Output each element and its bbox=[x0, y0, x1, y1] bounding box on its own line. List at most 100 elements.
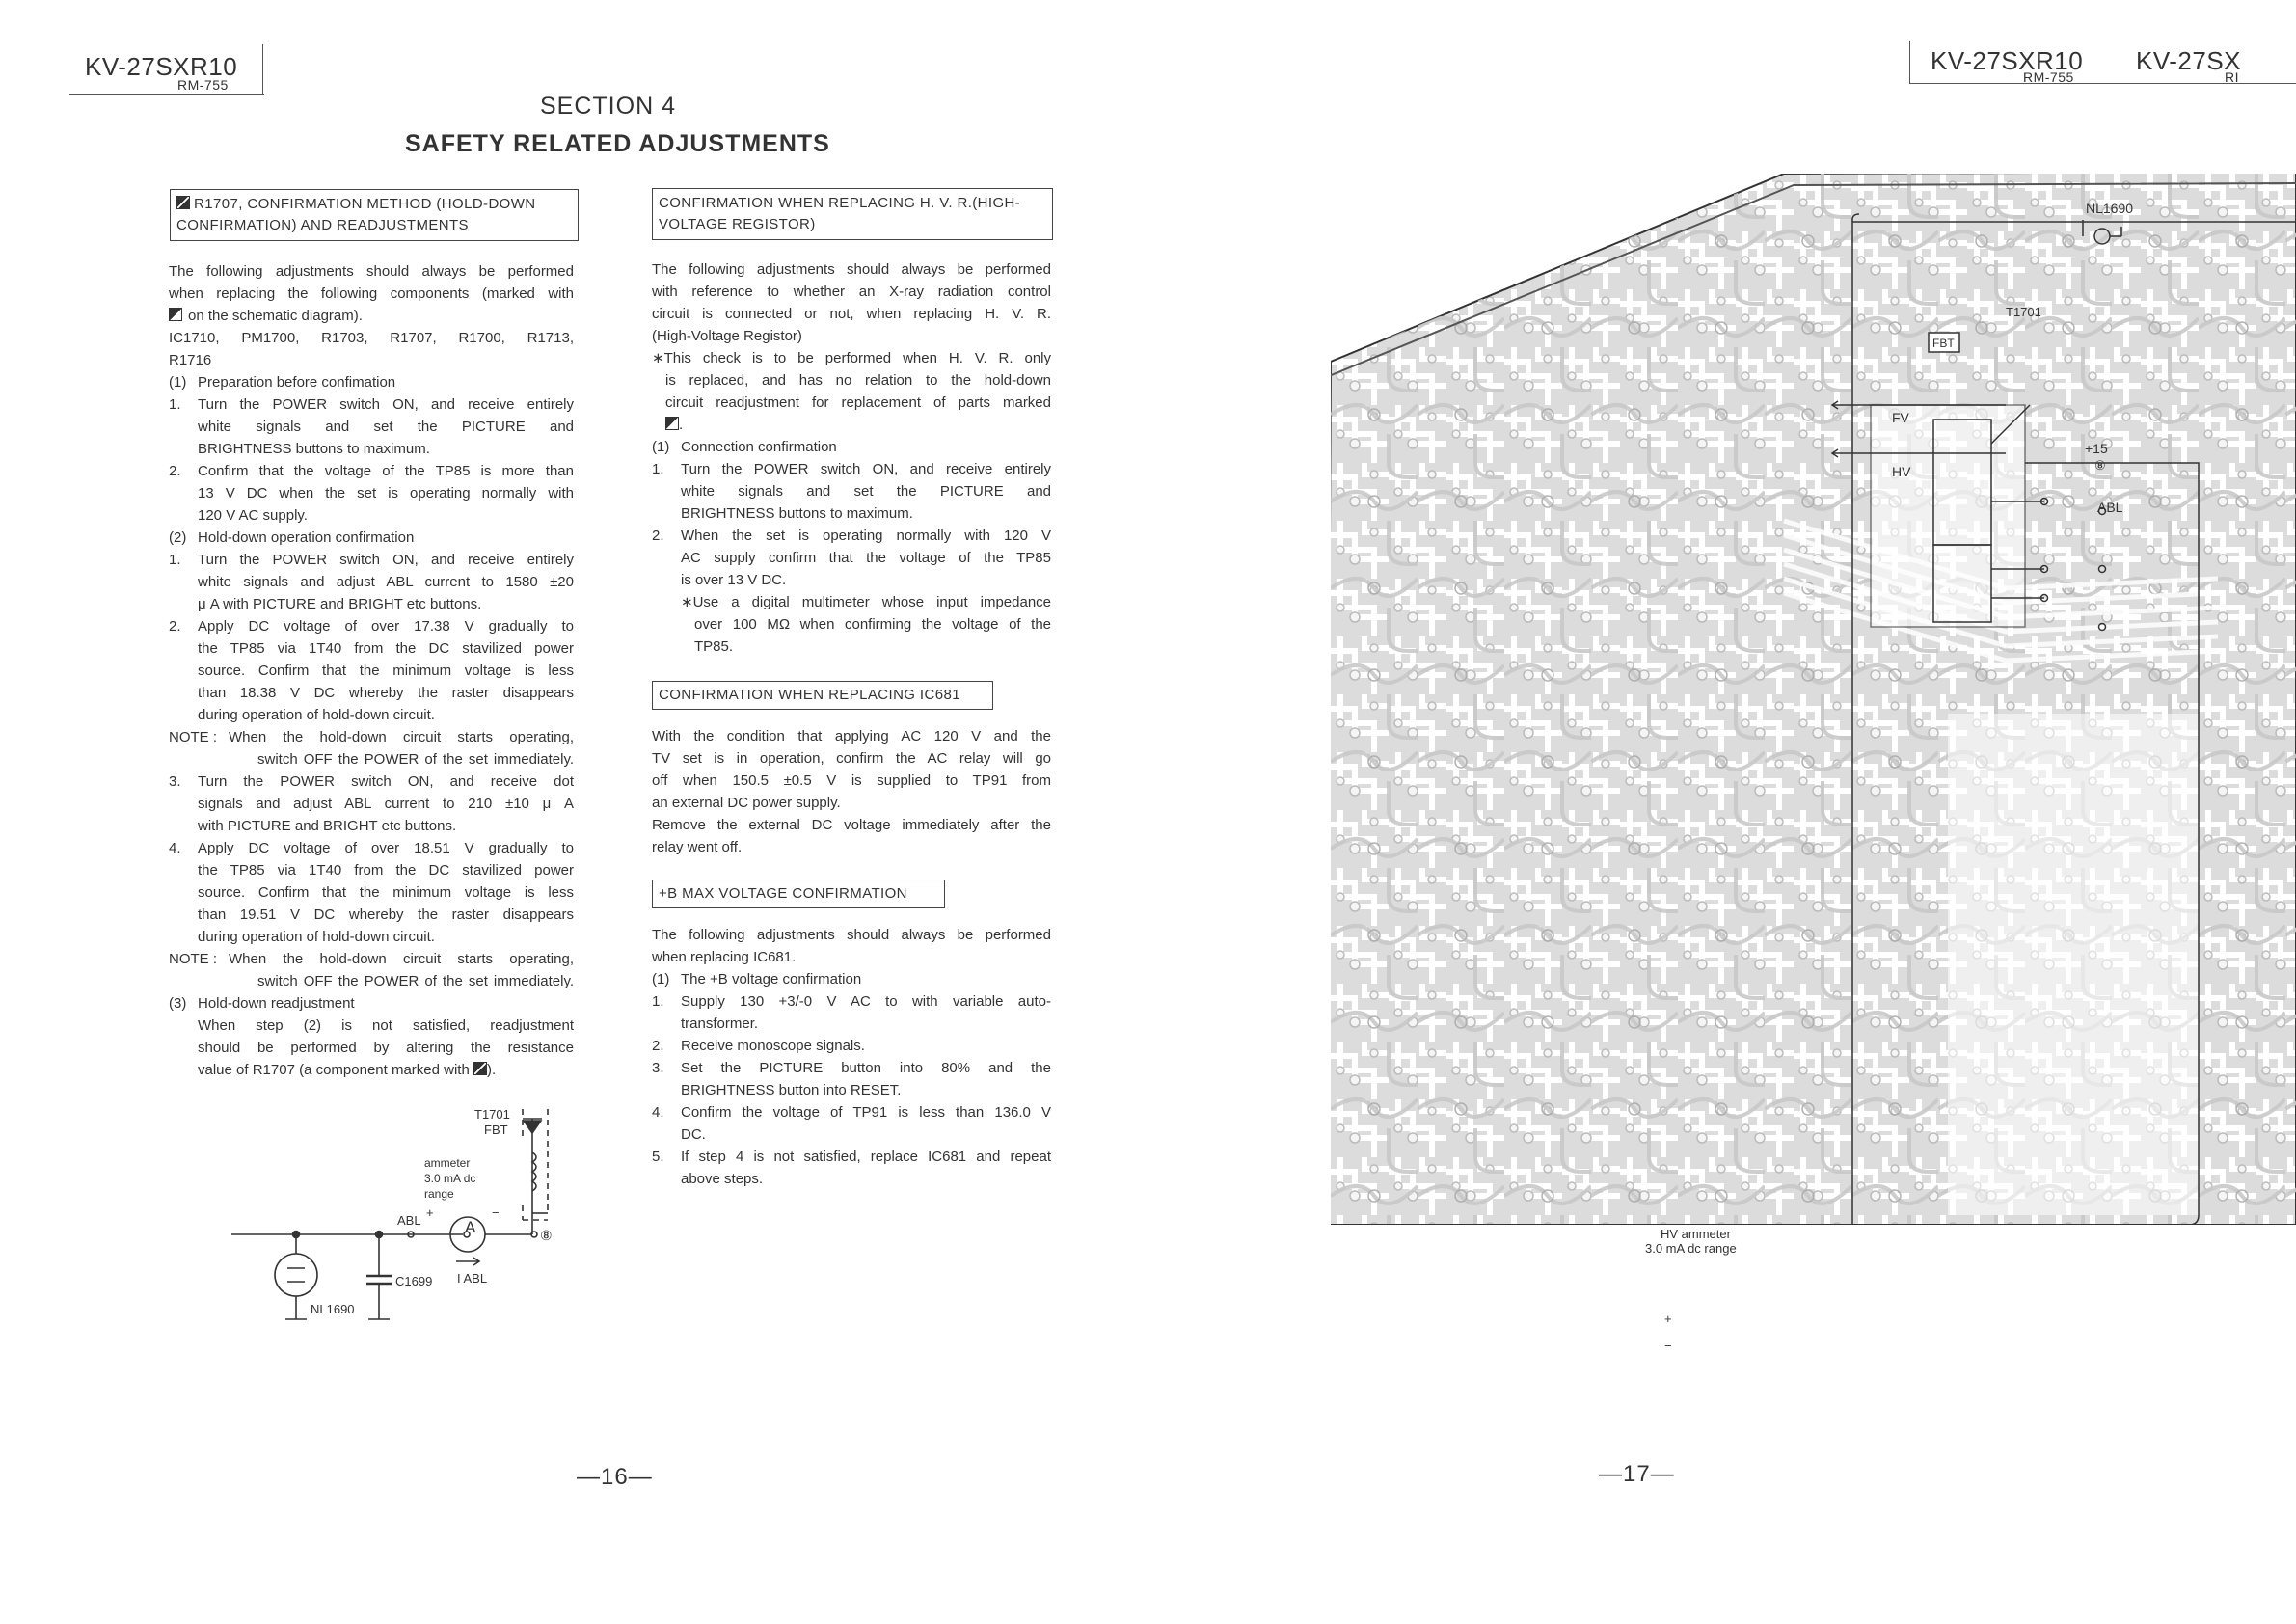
paragraph-line: ∗This check is to be performed when H. V… bbox=[652, 350, 1051, 366]
terminal bbox=[2097, 622, 2107, 632]
step: 1. Turn the POWER switch ON, and receive… bbox=[652, 458, 1051, 525]
step-number: 1. bbox=[169, 552, 181, 568]
step-line: If step 4 is not satisfied, replace IC68… bbox=[681, 1149, 1051, 1165]
step-line: Set the PICTURE button into 80% and the bbox=[681, 1060, 1051, 1076]
plus-sign: + bbox=[426, 1205, 434, 1220]
step: 3. Set the PICTURE button into 80% and t… bbox=[652, 1057, 1051, 1101]
iabl-label: I ABL bbox=[457, 1271, 487, 1286]
ammeter-minus-sign: − bbox=[1664, 1339, 1672, 1353]
step-line: than 18.38 V DC whereby the raster disap… bbox=[198, 685, 574, 701]
step: 1. Turn the POWER switch ON, and receive… bbox=[169, 549, 574, 615]
model-name-cut: KV-27SX bbox=[2136, 46, 2242, 75]
hv-arrow-head bbox=[1830, 448, 1839, 458]
remote-model: RM-755 bbox=[177, 77, 229, 93]
step-line: DC. bbox=[681, 1126, 706, 1143]
terminal bbox=[530, 1231, 538, 1238]
step-line: BRIGHTNESS buttons to maximum. bbox=[198, 441, 430, 457]
safety-mark-icon bbox=[473, 1062, 487, 1075]
hv-ammeter-label: HV ammeter bbox=[1661, 1227, 1731, 1241]
remote-model: RM-755 bbox=[2023, 69, 2074, 85]
ammeter-label: ammeter bbox=[424, 1156, 470, 1170]
lead-frame bbox=[1851, 213, 1860, 223]
step-line: Apply DC voltage of over 18.51 V gradual… bbox=[198, 840, 574, 856]
model-number-right-cut: KV-27SX RI bbox=[2136, 46, 2242, 85]
readjustment-text: When step (2) is not satisfied, readjust… bbox=[169, 1015, 574, 1081]
subsection-number: (1) bbox=[169, 374, 187, 391]
step: 5. If step 4 is not satisfied, replace I… bbox=[652, 1146, 1051, 1190]
paragraph-line: on the schematic diagram). bbox=[188, 308, 363, 324]
step: 2. When the set is operating normally wi… bbox=[652, 525, 1051, 658]
step: 3. Turn the POWER switch ON, and receive… bbox=[169, 771, 574, 837]
paragraph-line: With the condition that applying AC 120 … bbox=[652, 728, 1051, 744]
model-number-left: KV-27SXR10 RM-755 bbox=[85, 52, 237, 93]
heading-box-r1707: R1707, CONFIRMATION METHOD (HOLD-DOWN CO… bbox=[170, 189, 579, 241]
subsection-heading: (2)Hold-down operation confirmation bbox=[169, 527, 574, 549]
terminal bbox=[2039, 564, 2049, 574]
fbt-pin-block bbox=[1932, 544, 1992, 623]
heading-box-ic681: CONFIRMATION WHEN REPLACING IC681 bbox=[652, 681, 993, 710]
note-line: When the hold-down circuit starts operat… bbox=[229, 951, 574, 967]
subsection-title: Preparation before confimation bbox=[198, 374, 396, 391]
step-number: 1. bbox=[169, 396, 181, 413]
step-number: 1. bbox=[652, 461, 664, 477]
model-name: KV-27SXR10 bbox=[1931, 46, 2084, 75]
nl1690-label: NL1690 bbox=[311, 1302, 355, 1316]
hv-ammeter-range: 3.0 mA dc range bbox=[1645, 1241, 1737, 1256]
pcb-light-area bbox=[1948, 714, 2199, 1215]
step: 1. Supply 130 +3/-0 V AC to with variabl… bbox=[652, 990, 1051, 1035]
nl1690-label: NL1690 bbox=[2086, 201, 2133, 216]
neon-lamp-symbol bbox=[274, 1253, 318, 1297]
step-line: white signals and set the PICTURE and bbox=[681, 483, 1051, 500]
step-line: Turn the POWER switch ON, and receive en… bbox=[198, 396, 574, 413]
fbt-coil bbox=[530, 1151, 537, 1192]
paragraph-line: (High-Voltage Registor) bbox=[652, 328, 802, 344]
paragraph-line: When step (2) is not satisfied, readjust… bbox=[198, 1017, 574, 1034]
step-number: 5. bbox=[652, 1149, 664, 1165]
abl-label: ABL bbox=[2097, 500, 2123, 515]
step-line: Receive monoscope signals. bbox=[681, 1038, 865, 1054]
step-line: Supply 130 +3/-0 V AC to with variable a… bbox=[681, 993, 1051, 1010]
step-line: with PICTURE and BRIGHT etc buttons. bbox=[198, 818, 457, 834]
fbt-label: FBT bbox=[1932, 337, 1955, 350]
step-line: over 100 MΩ when confirming the voltage … bbox=[694, 616, 1051, 633]
step-line: ∗Use a digital multimeter whose input im… bbox=[681, 594, 1051, 610]
paragraph-line: The following adjustments should always … bbox=[652, 261, 1051, 278]
note-label: NOTE : bbox=[169, 729, 218, 745]
column-1-text: The following adjustments should always … bbox=[169, 260, 574, 1081]
plus15-label: +15 bbox=[2085, 441, 2108, 456]
paragraph-line: with reference to whether an X-ray radia… bbox=[652, 284, 1051, 300]
subsection-number: (3) bbox=[169, 995, 187, 1012]
terminal bbox=[2039, 497, 2049, 506]
c1699-label: C1699 bbox=[395, 1274, 432, 1288]
step-line: Apply DC voltage of over 17.38 V gradual… bbox=[198, 618, 574, 635]
safety-mark-icon bbox=[169, 308, 182, 321]
step-line: source. Confirm that the minimum voltage… bbox=[198, 884, 574, 901]
step-line: Turn the POWER switch ON, and receive en… bbox=[198, 552, 574, 568]
t1701-label: T1701 bbox=[2006, 305, 2041, 319]
heading-box-hvr: CONFIRMATION WHEN REPLACING H. V. R.(HIG… bbox=[652, 188, 1053, 240]
step-line: transformer. bbox=[681, 1015, 759, 1032]
step-number: 2. bbox=[652, 528, 664, 544]
paragraph-line: The following adjustments should always … bbox=[169, 263, 574, 280]
note-label: NOTE : bbox=[169, 951, 218, 967]
step-line: BRIGHTNESS button into RESET. bbox=[681, 1082, 902, 1098]
diode-symbol bbox=[522, 1120, 543, 1135]
subsection-number: (1) bbox=[652, 439, 670, 455]
step-line: the TP85 via 1T40 from the DC stavilized… bbox=[198, 640, 574, 657]
step-line: μ A with PICTURE and BRIGHT etc buttons. bbox=[198, 596, 482, 612]
step: 4. Confirm the voltage of TP91 is less t… bbox=[652, 1101, 1051, 1146]
range-label: range bbox=[424, 1187, 454, 1201]
ammeter-plus-sign: + bbox=[1664, 1312, 1672, 1326]
subsection-number: (2) bbox=[169, 529, 187, 546]
step-line: 120 V AC supply. bbox=[198, 507, 308, 524]
column-2-ic681-text: With the condition that applying AC 120 … bbox=[652, 725, 1051, 858]
column-2-b-max-text: The following adjustments should always … bbox=[652, 924, 1051, 1190]
terminal bbox=[407, 1231, 415, 1238]
step-line: TP85. bbox=[694, 638, 734, 655]
column-2-text: The following adjustments should always … bbox=[652, 258, 1051, 658]
header-rule bbox=[69, 94, 264, 95]
step-line: Turn the POWER switch ON, and receive en… bbox=[681, 461, 1051, 477]
heading-text: R1707, CONFIRMATION METHOD (HOLD-DOWN bbox=[194, 196, 536, 212]
step-number: 3. bbox=[169, 773, 181, 790]
step-line: during operation of hold-down circuit. bbox=[198, 929, 435, 945]
